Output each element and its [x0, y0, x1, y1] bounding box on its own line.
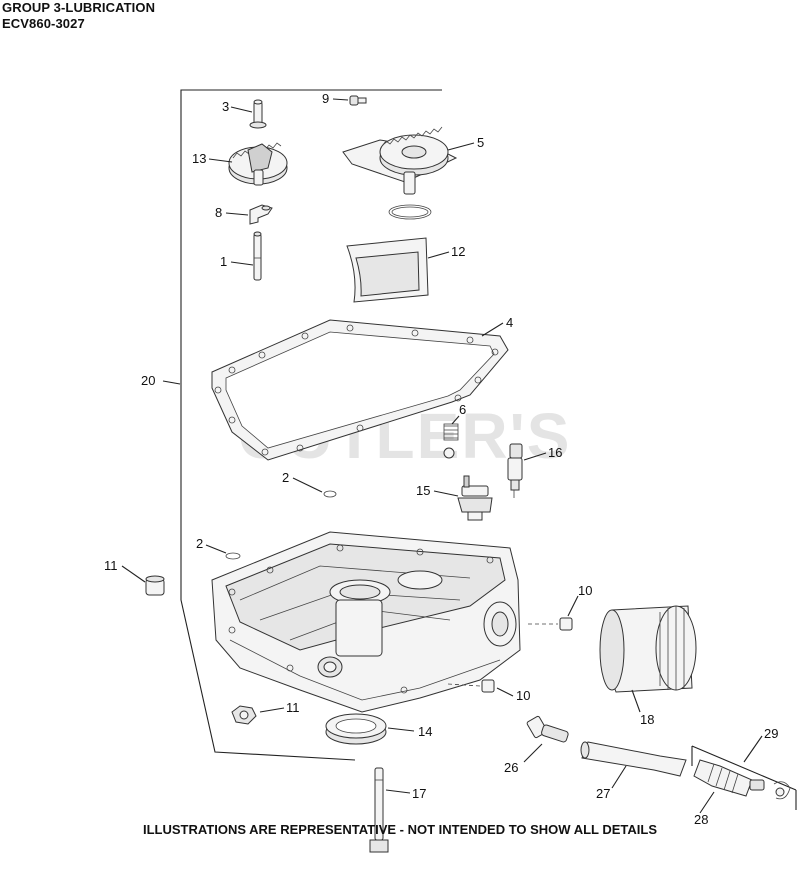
part-2-o-ring-upper[interactable]: [323, 490, 337, 498]
check-ball[interactable]: [443, 447, 455, 459]
part-2-o-ring-lower[interactable]: [225, 552, 241, 560]
oil-pan-housing[interactable]: [211, 531, 521, 713]
part-10-plug-lower[interactable]: [447, 679, 495, 693]
part-5-oil-pump[interactable]: [342, 126, 458, 195]
part-4-gasket[interactable]: [211, 319, 509, 461]
group-title: GROUP 3-LUBRICATION: [2, 0, 156, 15]
group-28-29-bracket: [691, 745, 797, 810]
callout-29: 29: [764, 726, 778, 741]
part-18-oil-filter[interactable]: [599, 605, 697, 693]
callout-3: 3: [222, 99, 229, 114]
callout-5: 5: [477, 135, 484, 150]
part-6-spring[interactable]: [443, 423, 459, 441]
part-15-pressure-switch[interactable]: [457, 475, 493, 521]
part-27-hose[interactable]: [580, 741, 687, 777]
callout-16: 16: [548, 445, 562, 460]
part-10-plug-upper[interactable]: [528, 617, 573, 631]
callout-4: 4: [506, 315, 513, 330]
part-14-seal[interactable]: [325, 713, 387, 745]
part-17-bolt[interactable]: [369, 767, 389, 853]
part-3-pin[interactable]: [249, 99, 267, 129]
callout-26: 26: [504, 760, 518, 775]
leader-lines: [121, 98, 763, 814]
callout-20: 20: [141, 373, 155, 388]
callout-11-upper: 11: [104, 558, 118, 573]
callout-12: 12: [451, 244, 465, 259]
part-9-screw[interactable]: [349, 95, 367, 106]
callout-1: 1: [220, 254, 227, 269]
part-16-sensor[interactable]: [507, 443, 523, 498]
part-29-clip[interactable]: [773, 781, 791, 800]
part-12-screen[interactable]: [346, 237, 429, 303]
callout-2-lower: 2: [196, 536, 203, 551]
part-8-bracket[interactable]: [249, 204, 273, 225]
callout-8: 8: [215, 205, 222, 220]
callout-28: 28: [694, 812, 708, 827]
part-28-connector[interactable]: [693, 759, 765, 797]
model-number: ECV860-3027: [2, 16, 85, 31]
part-1-shaft[interactable]: [253, 231, 262, 281]
callout-9: 9: [322, 91, 329, 106]
callout-labels: 3 9 13 5 8 1 12 4 20 6 16 2 15 2 11 10 1…: [104, 91, 778, 827]
callout-27: 27: [596, 786, 610, 801]
part-26-fitting[interactable]: [526, 715, 569, 743]
callout-14: 14: [418, 724, 432, 739]
callout-17: 17: [412, 786, 426, 801]
disclaimer-footer: ILLUSTRATIONS ARE REPRESENTATIVE - NOT I…: [143, 822, 657, 837]
callout-15: 15: [416, 483, 430, 498]
callout-2-upper: 2: [282, 470, 289, 485]
callout-10-upper: 10: [578, 583, 592, 598]
part-13-gear[interactable]: [228, 142, 288, 186]
callout-18: 18: [640, 712, 654, 727]
part-11-cap[interactable]: [145, 575, 165, 596]
callout-11-lower: 11: [286, 700, 300, 715]
group-20-bracket: [180, 89, 442, 761]
callout-10-lower: 10: [516, 688, 530, 703]
part-11-drain-plug[interactable]: [231, 705, 257, 725]
callout-6: 6: [459, 402, 466, 417]
callout-13: 13: [192, 151, 206, 166]
o-ring-seal[interactable]: [388, 204, 432, 220]
